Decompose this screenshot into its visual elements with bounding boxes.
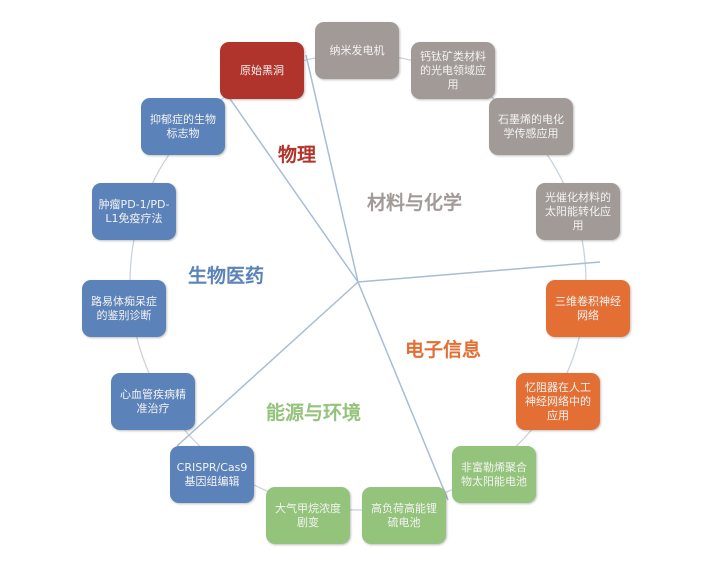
divider-line	[176, 281, 359, 447]
topic-box-energy: 大气甲烷浓度剧变	[266, 487, 350, 544]
topic-box-materials: 纳米发电机	[315, 22, 399, 79]
divider-line	[227, 95, 359, 283]
divider-line	[357, 261, 601, 283]
category-energy: 能源与环境	[266, 402, 362, 424]
topic-box-bio: 肿瘤PD-1/PD-L1免疫疗法	[92, 183, 176, 240]
category-materials: 材料与化学	[367, 192, 463, 214]
divider-line	[305, 54, 359, 283]
category-electronics: 电子信息	[405, 339, 482, 361]
topic-box-electronics: 忆阻器在人工神经网络中的应用	[516, 373, 600, 430]
topic-box-bio: 抑郁症的生物标志物	[141, 98, 225, 155]
topic-box-bio: CRISPR/Cas9基因组编辑	[170, 446, 254, 503]
category-bio: 生物医药	[188, 265, 265, 287]
divider-line	[357, 281, 449, 501]
topic-box-materials: 光催化材料的太阳能转化应用	[536, 183, 620, 240]
topic-box-energy: 非富勒烯聚合物太阳能电池	[452, 446, 536, 503]
topic-box-materials: 钙钛矿类材料的光电领域应用	[411, 42, 495, 99]
topic-box-materials: 石墨烯的电化学传感应用	[489, 98, 573, 155]
category-physics: 物理	[278, 144, 317, 166]
topic-box-bio: 路易体痴呆症的鉴别诊断	[82, 280, 166, 337]
topic-box-energy: 高负荷高能锂硫电池	[362, 487, 446, 544]
topic-box-electronics: 三维卷积神经网络	[546, 280, 630, 337]
topic-box-bio: 心血管疾病精准治疗	[111, 373, 195, 430]
topic-box-physics: 原始黑洞	[220, 42, 304, 99]
